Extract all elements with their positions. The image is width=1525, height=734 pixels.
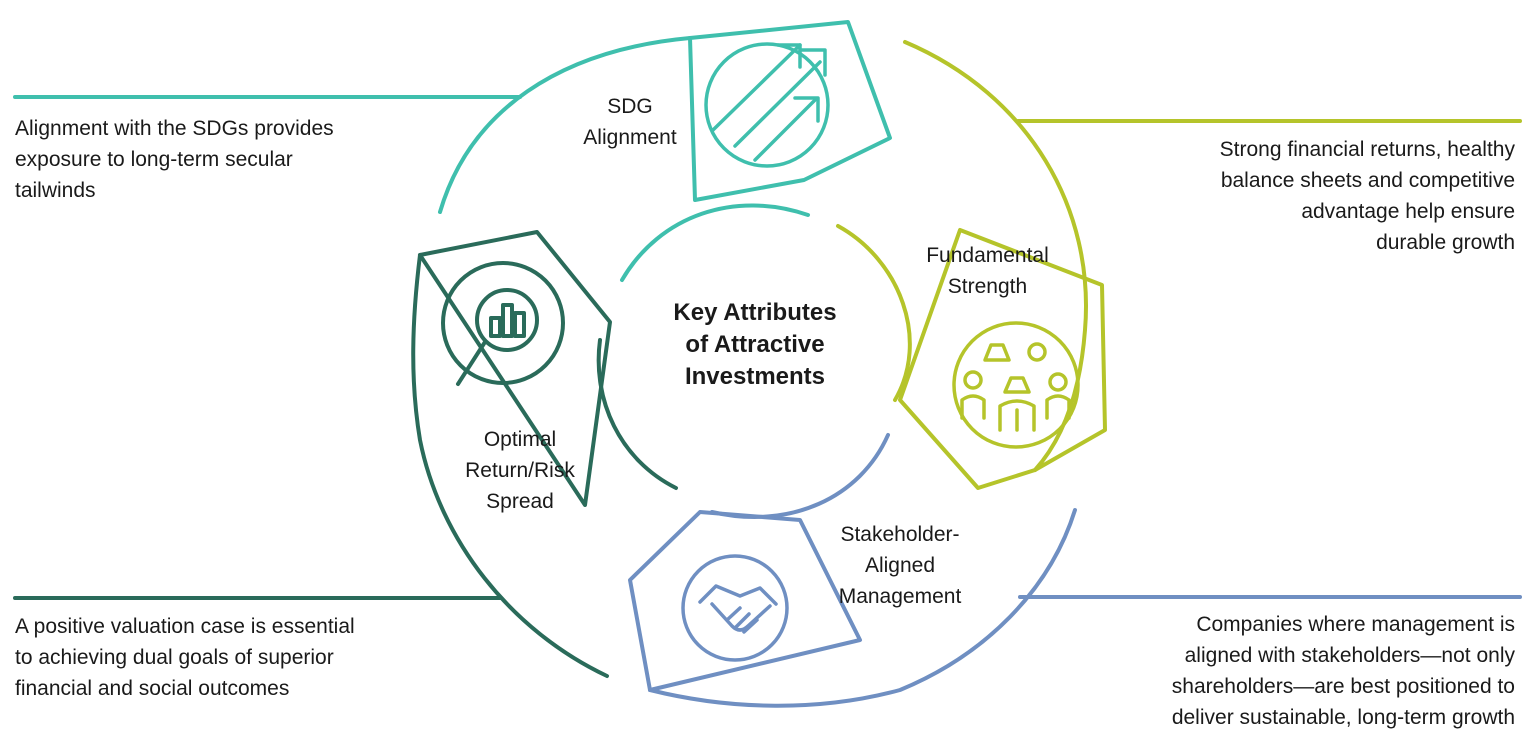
sdg-description-line: tailwinds xyxy=(15,179,96,202)
stakeholder-description-line: deliver sustainable, long-term growth xyxy=(1171,706,1515,729)
stakeholder-description-line: aligned with stakeholders—not only xyxy=(1184,644,1515,667)
return-risk-inner-arc xyxy=(596,338,678,490)
center-title-line: Key Attributes xyxy=(673,299,837,326)
stakeholder-outer-arc xyxy=(648,508,1077,708)
sdg-description-line: exposure to long-term secular xyxy=(15,148,293,171)
stakeholder-label-line: Management xyxy=(838,585,962,608)
fundamental-bracket xyxy=(898,228,1107,490)
people-group-icon xyxy=(952,321,1080,449)
return-risk-segment xyxy=(13,230,678,678)
sdg-description: Alignment with the SDGs provides exposur… xyxy=(15,113,475,206)
stakeholder-label-line: Aligned xyxy=(864,554,936,577)
return-risk-label-line: Return/Risk xyxy=(465,459,575,482)
return-risk-label-line: Optimal xyxy=(483,428,557,451)
fundamental-description: Strong financial returns, healthy balanc… xyxy=(1100,134,1515,258)
return-risk-description: A positive valuation case is essential t… xyxy=(15,611,495,704)
fundamental-description-line: advantage help ensure xyxy=(1301,200,1515,223)
sdg-label-line: SDG xyxy=(607,95,653,118)
fundamental-description-line: durable growth xyxy=(1376,231,1515,254)
fundamental-inner-arc xyxy=(836,224,912,402)
return-risk-bracket xyxy=(418,230,612,507)
stakeholder-label-line: Stakeholder- xyxy=(840,523,960,546)
center-title-line: of Attractive xyxy=(685,331,825,358)
sdg-arc xyxy=(438,36,692,214)
return-risk-label-line: Spread xyxy=(486,490,554,513)
return-risk-description-line: financial and social outcomes xyxy=(15,677,290,700)
fundamental-description-line: balance sheets and competitive xyxy=(1220,169,1515,192)
stakeholder-label: Stakeholder- Aligned Management xyxy=(810,519,990,612)
return-risk-description-line: to achieving dual goals of superior xyxy=(15,646,334,669)
sdg-description-line: Alignment with the SDGs provides xyxy=(15,117,334,140)
stakeholder-description-line: Companies where management is xyxy=(1196,613,1515,636)
fundamental-label: Fundamental Strength xyxy=(895,240,1080,302)
sdg-label: SDG Alignment xyxy=(545,91,715,153)
sdg-bracket xyxy=(688,20,892,202)
return-risk-outer-arc xyxy=(411,253,609,678)
fundamental-description-line: Strong financial returns, healthy xyxy=(1219,138,1515,161)
fundamental-label-line: Strength xyxy=(947,275,1028,298)
stakeholder-description: Companies where management is aligned wi… xyxy=(1060,609,1515,733)
return-risk-description-line: A positive valuation case is essential xyxy=(15,615,355,638)
fundamental-label-line: Fundamental xyxy=(926,244,1049,267)
inner-arc-teal xyxy=(620,203,810,282)
magnifier-chart-icon xyxy=(441,261,565,386)
return-risk-label: Optimal Return/Risk Spread xyxy=(440,424,600,517)
stakeholder-description-line: shareholders—are best positioned to xyxy=(1171,675,1515,698)
sdg-segment xyxy=(13,20,892,214)
handshake-icon xyxy=(681,554,789,662)
center-title: Key Attributes of Attractive Investments xyxy=(620,297,890,393)
sdg-label-line: Alignment xyxy=(583,126,677,149)
stakeholder-inner-arc xyxy=(710,433,890,519)
rising-arrows-icon xyxy=(704,42,830,168)
stakeholder-segment xyxy=(628,433,1522,708)
center-title-line: Investments xyxy=(684,363,826,390)
